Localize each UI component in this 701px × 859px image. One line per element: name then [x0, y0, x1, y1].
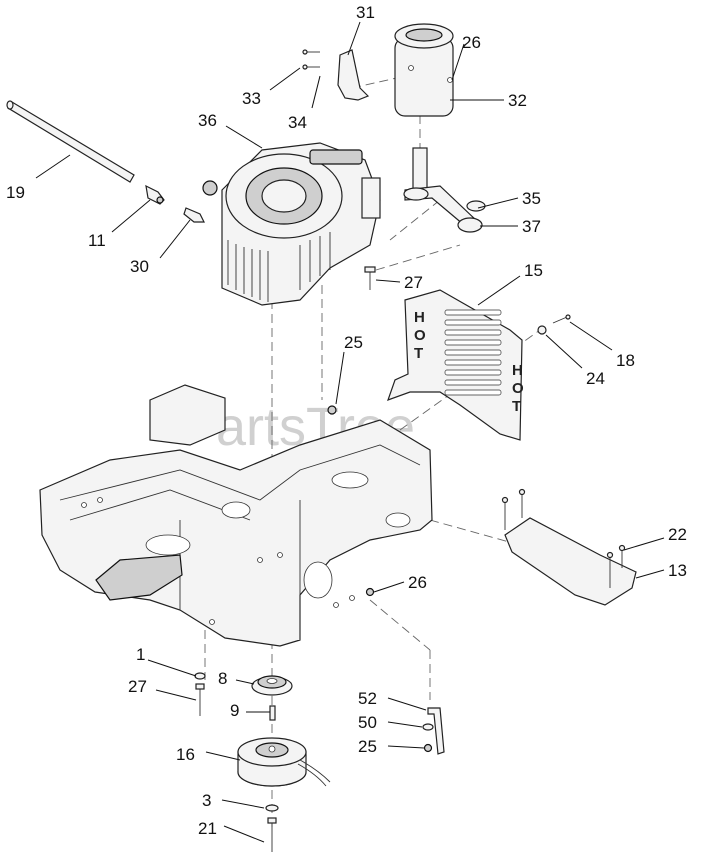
frame-nut-upper [327, 405, 337, 415]
leader-lines [35, 21, 665, 843]
pulley [251, 675, 293, 696]
guard-letter-o: O [414, 327, 426, 344]
guard-letter-t-side: T [512, 398, 521, 415]
callout-31: 31 [356, 3, 375, 22]
fuel-line [6, 100, 135, 183]
pto-clutch [237, 737, 331, 787]
bolt-21 [267, 817, 277, 852]
callout-9: 9 [230, 701, 239, 720]
callout-11: 11 [88, 231, 106, 250]
callout-3: 3 [202, 791, 211, 810]
idler-arm [422, 707, 445, 755]
washer-3 [265, 804, 279, 812]
callout-52: 52 [358, 689, 377, 708]
callout-25-upper: 25 [344, 333, 363, 352]
callout-30: 30 [130, 257, 149, 276]
callout-27-upper: 27 [404, 273, 423, 292]
mower-frame [39, 384, 433, 647]
fuel-fitting [145, 184, 165, 205]
callout-15: 15 [524, 261, 543, 280]
callout-27-lower: 27 [128, 677, 147, 696]
callout-25-lower: 25 [358, 737, 377, 756]
bolt-27-lower [195, 683, 205, 716]
callout-50: 50 [358, 713, 377, 732]
callout-26-lower: 26 [408, 573, 427, 592]
washer-1 [194, 672, 206, 680]
callout-18: 18 [616, 351, 635, 370]
muffler [394, 23, 454, 117]
fuel-adapter [183, 207, 205, 223]
frame-nut-lower [365, 587, 375, 597]
callout-36: 36 [198, 111, 217, 130]
engine [202, 142, 381, 306]
heat-guard: H O T H O T [387, 289, 524, 441]
exhaust-pipe [403, 147, 486, 233]
callout-19: 19 [6, 183, 25, 202]
callout-26-upper: 26 [462, 33, 481, 52]
callout-8: 8 [218, 669, 227, 688]
cover-plate [501, 488, 637, 606]
callouts: 31 26 33 34 32 36 19 11 30 35 37 27 15 2… [6, 3, 687, 838]
callout-13: 13 [668, 561, 687, 580]
callout-33: 33 [242, 89, 261, 108]
callout-16: 16 [176, 745, 195, 764]
callout-22: 22 [668, 525, 687, 544]
callout-35: 35 [522, 189, 541, 208]
callout-32: 32 [508, 91, 527, 110]
callout-21: 21 [198, 819, 217, 838]
callout-34: 34 [288, 113, 307, 132]
callout-1: 1 [136, 645, 145, 664]
guard-letter-h-side: H [512, 362, 523, 379]
callout-24: 24 [586, 369, 605, 388]
guard-hardware [537, 314, 571, 335]
muffler-bracket [302, 49, 370, 101]
key [269, 705, 276, 721]
guard-letter-t: T [414, 345, 423, 362]
guard-letter-h: H [414, 309, 425, 326]
guard-letter-o-side: O [512, 380, 524, 397]
callout-37: 37 [522, 217, 541, 236]
engine-bolt [364, 266, 376, 290]
